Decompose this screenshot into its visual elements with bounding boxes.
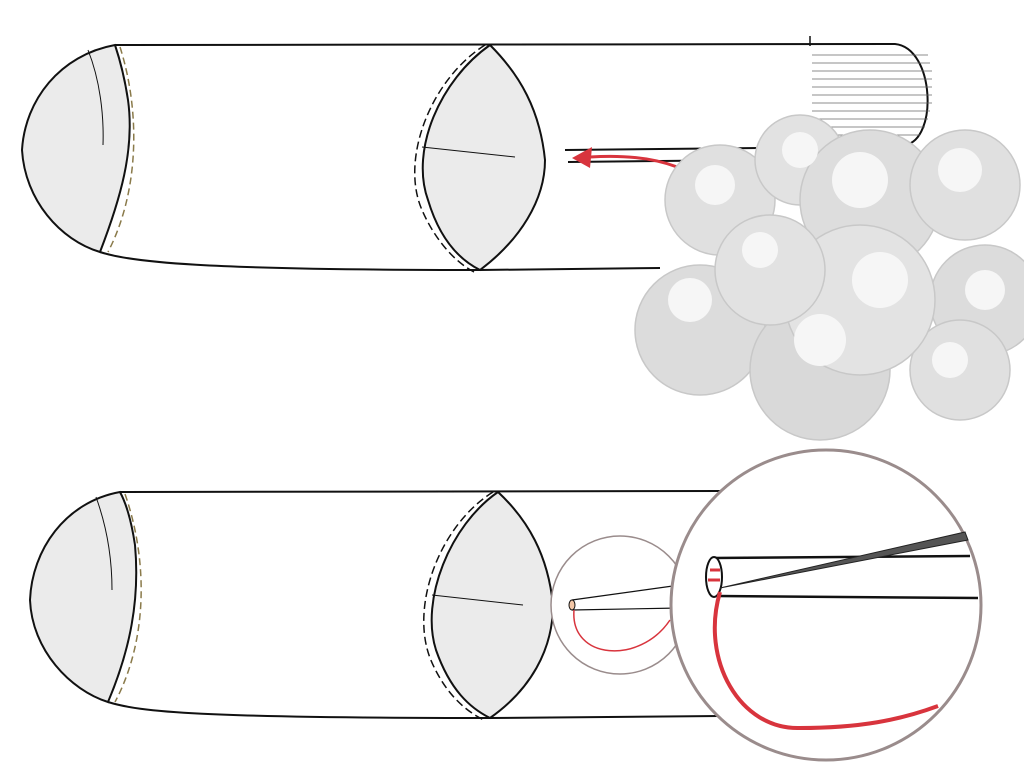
bottom-tube-body	[107, 490, 721, 720]
top-tube	[20, 36, 932, 273]
top-lens-seam	[414, 44, 486, 273]
bottom-lens-seam	[423, 491, 494, 721]
top-tube-crease	[87, 49, 104, 146]
hatched-end	[812, 54, 932, 136]
magnifier-icon	[550, 535, 690, 675]
bottom-lens-crease	[431, 594, 524, 606]
top-lens-fold	[421, 43, 547, 272]
bottom-tube-crease	[95, 496, 113, 591]
top-tube-seam	[107, 46, 135, 253]
arrow-head	[572, 147, 592, 168]
top-tube-end-cap	[20, 43, 131, 254]
bottom-tube-end-cap	[28, 490, 138, 704]
top-lens-crease	[421, 146, 516, 158]
smoke-cloud-icon	[634, 114, 1024, 441]
needle-icon	[719, 531, 969, 589]
magnifier-zoom-view	[669, 448, 983, 762]
bottom-tube	[28, 490, 721, 721]
bottom-tube-seam	[114, 493, 142, 703]
bottom-lens-fold	[430, 490, 555, 720]
top-tube-body	[99, 42, 929, 272]
